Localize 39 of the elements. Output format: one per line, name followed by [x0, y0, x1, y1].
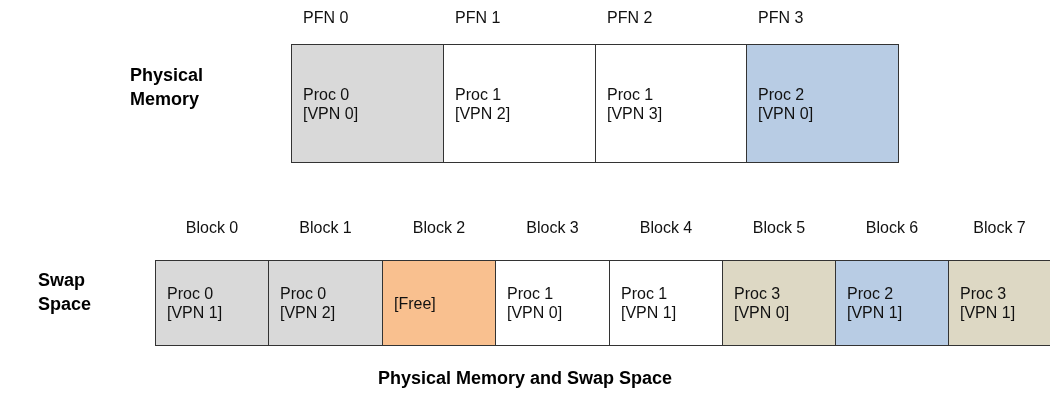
memory-cell	[268, 260, 383, 346]
slot-label: Block 3	[525, 219, 580, 237]
cell-text: Proc 0 [VPN 2]	[280, 284, 337, 322]
slot-label: PFN 2	[607, 9, 653, 27]
slot-label: Block 0	[184, 219, 240, 237]
slot-label: Block 1	[298, 219, 353, 237]
memory-cell	[948, 260, 1050, 346]
slot-label: Block 4	[638, 219, 694, 237]
slot-label: PFN 0	[303, 9, 349, 27]
memory-cell	[291, 44, 444, 163]
memory-cell	[722, 260, 836, 346]
slot-label: Block 7	[972, 219, 1027, 237]
slot-label: PFN 1	[455, 9, 501, 27]
cell-text: Proc 3 [VPN 0]	[734, 284, 791, 322]
cell-text: Proc 3 [VPN 1]	[960, 284, 1017, 322]
slot-label: Block 6	[864, 219, 920, 237]
cell-text: [Free]	[394, 293, 437, 313]
memory-cell	[609, 260, 723, 346]
memory-cell	[382, 260, 496, 346]
cell-text: Proc 0 [VPN 0]	[303, 84, 360, 123]
slot-label: Block 2	[411, 219, 467, 237]
memory-cell	[835, 260, 949, 346]
cell-text: Proc 1 [VPN 1]	[621, 284, 678, 322]
slot-label: Block 5	[751, 219, 807, 237]
cell-text: Proc 2 [VPN 0]	[758, 84, 815, 123]
cell-text: Proc 1 [VPN 0]	[507, 284, 564, 322]
memory-cell	[443, 44, 596, 163]
row-label: Physical Memory	[130, 64, 205, 111]
caption: Physical Memory and Swap Space	[376, 368, 674, 389]
slot-label: PFN 3	[758, 9, 804, 27]
memory-cell	[746, 44, 899, 163]
memory-cell	[595, 44, 747, 163]
cell-text: Proc 1 [VPN 3]	[607, 84, 664, 123]
memory-cell	[155, 260, 269, 346]
row-label: Swap Space	[38, 269, 93, 316]
cell-text: Proc 2 [VPN 1]	[847, 284, 904, 322]
cell-text: Proc 0 [VPN 1]	[167, 284, 224, 322]
cell-text: Proc 1 [VPN 2]	[455, 84, 512, 123]
memory-cell	[495, 260, 610, 346]
